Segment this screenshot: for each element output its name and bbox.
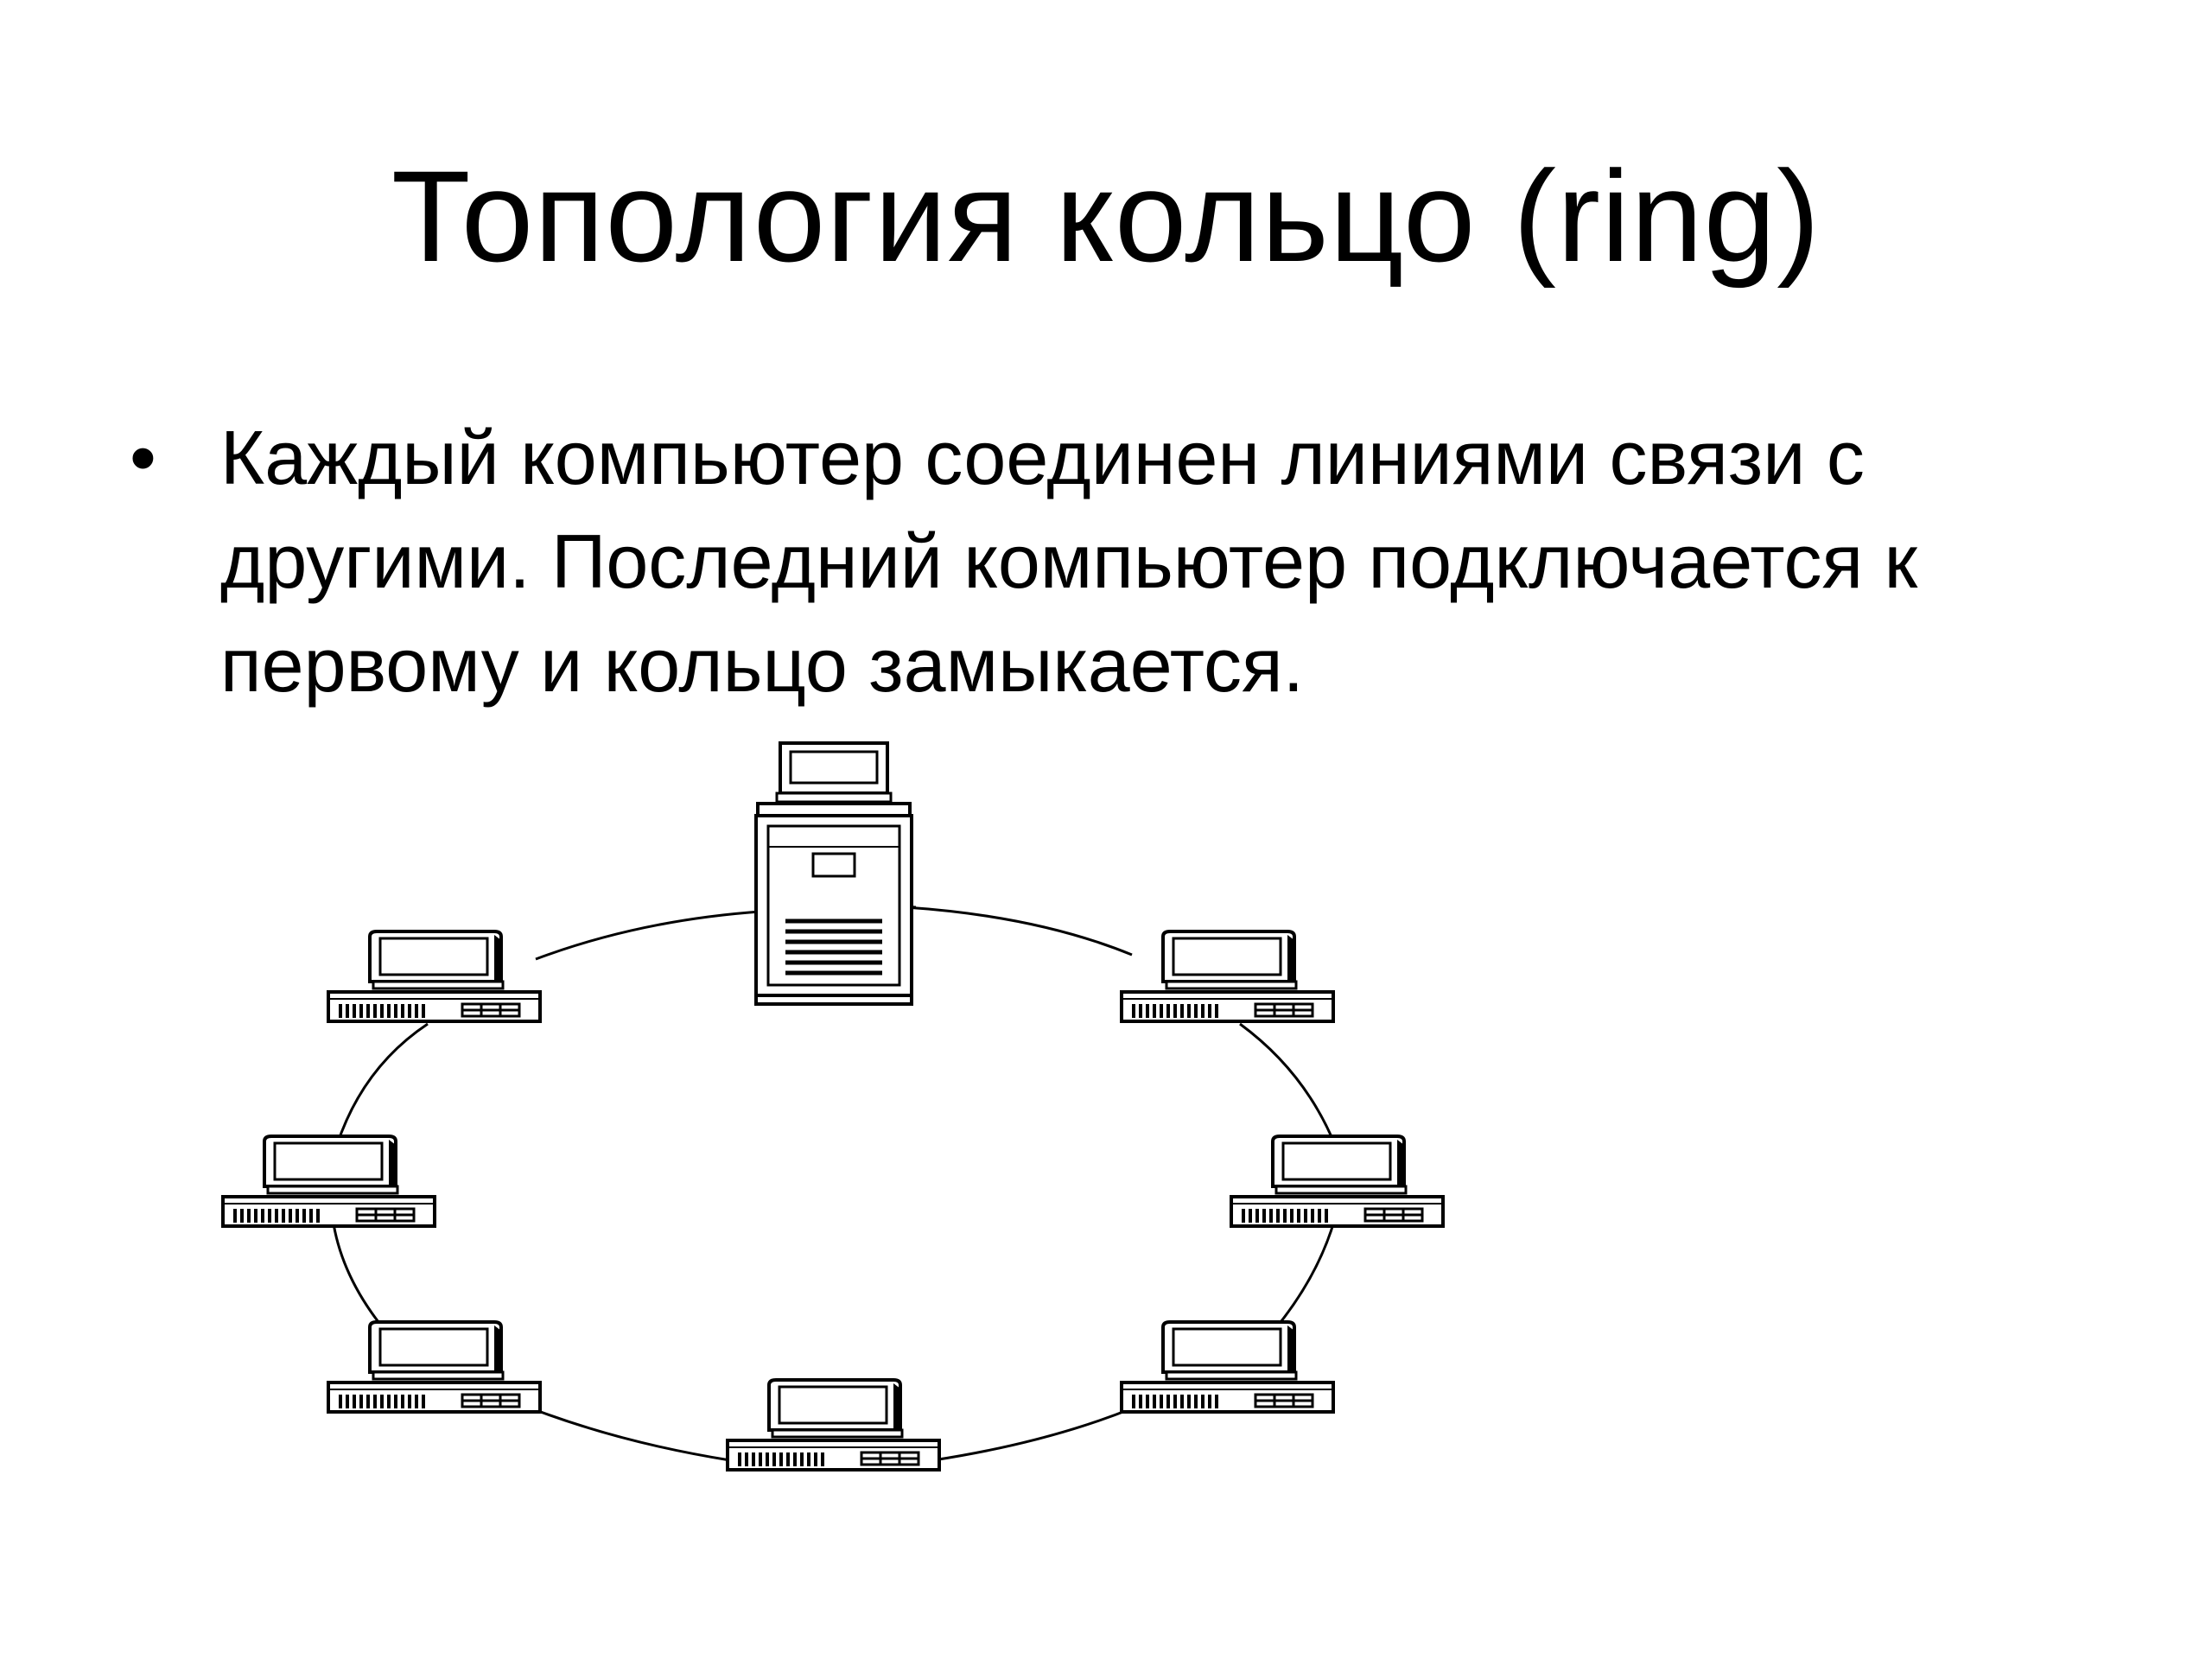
bullet-marker: • — [130, 415, 156, 500]
ring-link — [932, 1407, 1133, 1462]
ring-link — [331, 1217, 391, 1336]
ring-link — [335, 1022, 429, 1146]
ring-link — [535, 910, 761, 961]
computer-icon — [1120, 930, 1335, 1023]
ring-link — [905, 906, 1133, 957]
computer-icon — [726, 1378, 941, 1471]
ring-link — [1239, 1022, 1337, 1146]
slide-title: Топология кольцо (ring) — [391, 143, 1821, 289]
ring-link — [531, 1407, 731, 1462]
bullet-item: • Каждый компьютер соединен линиями связ… — [130, 406, 2117, 717]
computer-icon — [1230, 1135, 1445, 1228]
computer-icon — [221, 1135, 436, 1228]
computer-icon — [327, 1320, 542, 1414]
bullet-text: Каждый компьютер соединен линиями связи … — [220, 415, 1918, 708]
ring-links — [331, 904, 1337, 1462]
ring-link — [1268, 1217, 1337, 1336]
bullet-list: • Каждый компьютер соединен линиями связ… — [130, 406, 2117, 717]
computer-icon — [1120, 1320, 1335, 1414]
computer-icon — [327, 930, 542, 1023]
server-icon — [756, 743, 912, 1004]
